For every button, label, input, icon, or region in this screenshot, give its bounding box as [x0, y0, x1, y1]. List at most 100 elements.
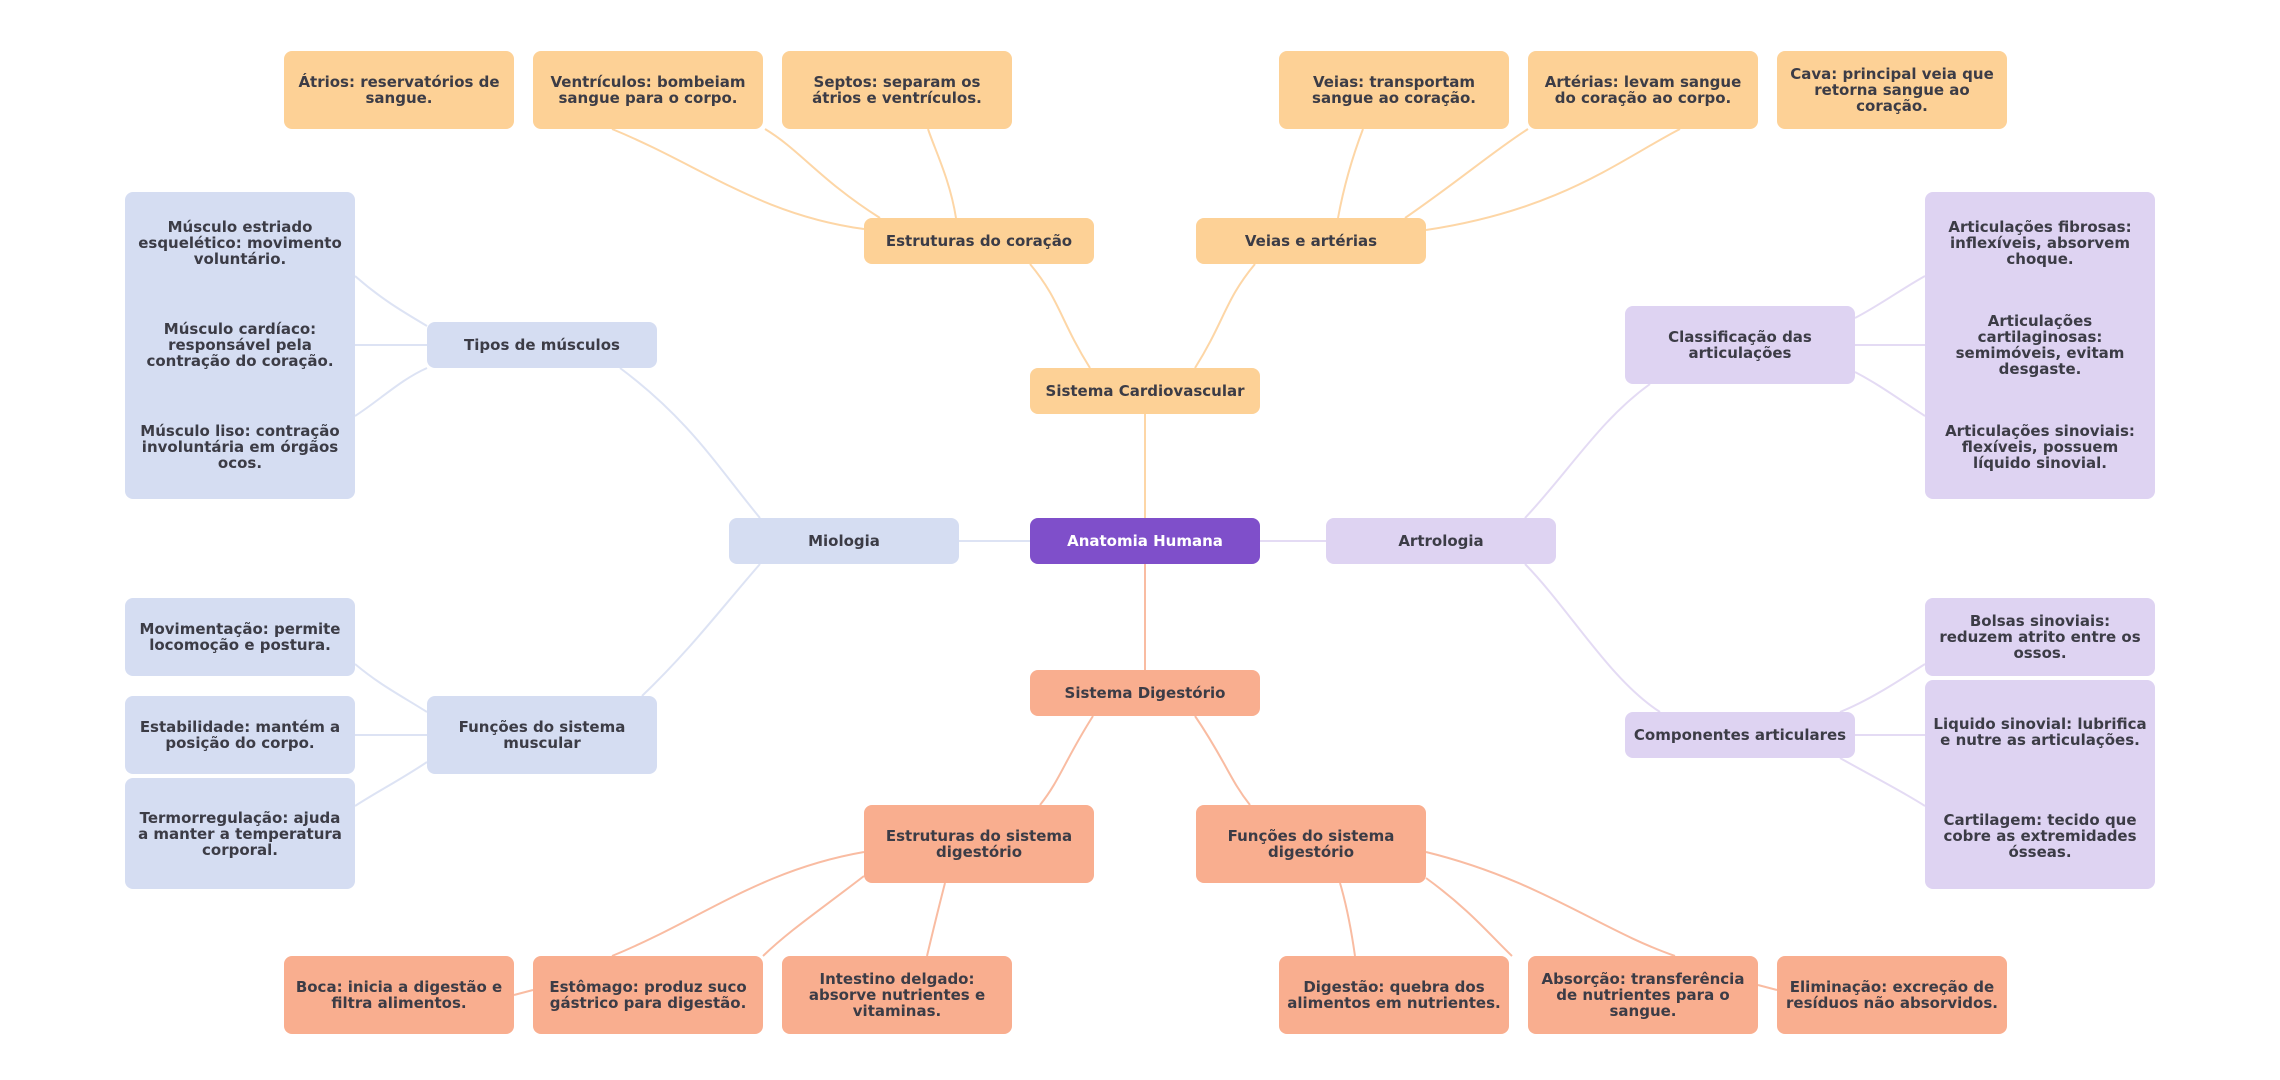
leaf-label: Átrios: reservatórios de sangue. — [298, 73, 500, 107]
leaf-label: Músculo liso: contração involuntária em … — [140, 422, 340, 472]
edge-digestive-structures — [1039, 715, 1094, 806]
leaf-label: Liquido sinovial: lubrifica e nutre as a… — [1933, 715, 2147, 749]
subtopic-digestive-functions[interactable]: Funções do sistema digestório — [1196, 805, 1426, 883]
edge-structures-mouth — [762, 875, 865, 957]
edge-structures-stomach — [611, 851, 865, 957]
branch-label: Sistema Cardiovascular — [1045, 382, 1245, 400]
root-node[interactable]: Anatomia Humana — [1030, 518, 1260, 564]
branch-digestive[interactable]: Sistema Digestório — [1030, 670, 1260, 716]
subtopic-muscle-functions[interactable]: Funções do sistema muscular — [427, 696, 657, 774]
subtopic-label: Estruturas do sistema digestório — [885, 827, 1073, 861]
edge-absorption-elimination — [1757, 984, 1778, 991]
edge-vessels-cava — [1425, 128, 1681, 231]
leaf-atria[interactable]: Átrios: reservatórios de sangue. — [284, 51, 514, 129]
edge-functions-digestion — [1339, 882, 1356, 957]
leaf-label: Eliminação: excreção de resíduos não abs… — [1786, 978, 1998, 1012]
leaf-stomach[interactable]: Estômago: produz suco gástrico para dige… — [533, 956, 763, 1034]
leaf-label: Digestão: quebra dos alimentos em nutrie… — [1287, 978, 1501, 1012]
leaf-thermoregulation[interactable]: Termorregulação: ajuda a manter a temper… — [125, 778, 355, 889]
edge-functions-movement — [354, 663, 428, 713]
subtopic-veins-arteries[interactable]: Veias e artérias — [1196, 218, 1426, 264]
joint-classification-leaf-group: Articulações fibrosas: inflexíveis, abso… — [1925, 192, 2155, 499]
edge-functions-thermo — [354, 761, 428, 807]
leaf-label: Artérias: levam sangue do coração ao cor… — [1544, 73, 1742, 107]
leaf-synovial-joints[interactable]: Articulações sinoviais: flexíveis, possu… — [1925, 396, 2155, 498]
leaf-label: Absorção: transferência de nutrientes pa… — [1541, 970, 1745, 1020]
leaf-synovial-fluid[interactable]: Liquido sinovial: lubrifica e nutre as a… — [1925, 680, 2155, 784]
joint-components-leaf-group: Liquido sinovial: lubrifica e nutre as a… — [1925, 680, 2155, 889]
edge-arthrology-classification — [1524, 383, 1651, 519]
subtopic-label: Componentes articulares — [1633, 726, 1847, 744]
leaf-label: Movimentação: permite locomoção e postur… — [139, 620, 341, 654]
leaf-cardiac-muscle[interactable]: Músculo cardíaco: responsável pela contr… — [125, 294, 355, 396]
leaf-synovial-bursae[interactable]: Bolsas sinoviais: reduzem atrito entre o… — [1925, 598, 2155, 676]
branch-cardiovascular[interactable]: Sistema Cardiovascular — [1030, 368, 1260, 414]
edge-structures-intestine — [926, 882, 946, 957]
leaf-label: Articulações fibrosas: inflexíveis, abso… — [1948, 218, 2132, 268]
leaf-label: Músculo estriado esquelético: movimento … — [138, 218, 342, 268]
edge-classification-synovial — [1854, 371, 1926, 417]
leaf-elimination[interactable]: Eliminação: excreção de resíduos não abs… — [1777, 956, 2007, 1034]
subtopic-label: Estruturas do coração — [885, 232, 1073, 250]
edge-heart-ventricles — [764, 128, 881, 219]
leaf-ventricles[interactable]: Ventrículos: bombeiam sangue para o corp… — [533, 51, 763, 129]
leaf-label: Estômago: produz suco gástrico para dige… — [549, 978, 747, 1012]
edge-types-skeletal — [354, 275, 428, 327]
leaf-label: Bolsas sinoviais: reduzem atrito entre o… — [1939, 612, 2141, 662]
subtopic-muscle-types[interactable]: Tipos de músculos — [427, 322, 657, 368]
leaf-cartilaginous-joints[interactable]: Articulações cartilaginosas: semimóveis,… — [1925, 294, 2155, 396]
leaf-vena-cava[interactable]: Cava: principal veia que retorna sangue … — [1777, 51, 2007, 129]
edge-heart-atria — [611, 128, 865, 230]
edge-vessels-veins — [1337, 128, 1364, 219]
edge-heart-septa — [927, 128, 957, 219]
branch-arthrology[interactable]: Artrologia — [1326, 518, 1556, 564]
leaf-label: Articulações cartilaginosas: semimóveis,… — [1955, 312, 2125, 378]
edge-cardio-vessels — [1194, 263, 1256, 369]
leaf-label: Intestino delgado: absorve nutrientes e … — [808, 970, 986, 1020]
leaf-label: Cava: principal veia que retorna sangue … — [1790, 65, 1994, 115]
edge-classification-fibrous — [1854, 275, 1926, 319]
edge-mouth-stomach — [513, 989, 534, 996]
leaf-label: Termorregulação: ajuda a manter a temper… — [138, 808, 342, 859]
subtopic-joint-classification[interactable]: Classificação das articulações — [1625, 306, 1855, 384]
leaf-movement[interactable]: Movimentação: permite locomoção e postur… — [125, 598, 355, 676]
leaf-small-intestine[interactable]: Intestino delgado: absorve nutrientes e … — [782, 956, 1012, 1034]
leaf-skeletal-muscle[interactable]: Músculo estriado esquelético: movimento … — [125, 192, 355, 294]
leaf-veins[interactable]: Veias: transportam sangue ao coração. — [1279, 51, 1509, 129]
leaf-stability[interactable]: Estabilidade: mantém a posição do corpo. — [125, 696, 355, 774]
leaf-fibrous-joints[interactable]: Articulações fibrosas: inflexíveis, abso… — [1925, 192, 2155, 294]
root-label: Anatomia Humana — [1067, 532, 1223, 550]
subtopic-label: Tipos de músculos — [464, 336, 620, 354]
leaf-label: Boca: inicia a digestão e filtra aliment… — [295, 978, 503, 1012]
leaf-septa[interactable]: Septos: separam os átrios e ventrículos. — [782, 51, 1012, 129]
edge-components-bursae — [1839, 663, 1926, 713]
subtopic-label: Classificação das articulações — [1668, 328, 1812, 362]
subtopic-label: Veias e artérias — [1244, 232, 1378, 250]
leaf-label: Estabilidade: mantém a posição do corpo. — [139, 718, 341, 752]
leaf-cartilage[interactable]: Cartilagem: tecido que cobre as extremid… — [1925, 784, 2155, 888]
leaf-mouth[interactable]: Boca: inicia a digestão e filtra aliment… — [284, 956, 514, 1034]
leaf-digestion[interactable]: Digestão: quebra dos alimentos em nutrie… — [1279, 956, 1509, 1034]
edge-types-smooth — [354, 367, 428, 417]
edge-digestive-functions — [1194, 715, 1251, 806]
subtopic-heart-structures[interactable]: Estruturas do coração — [864, 218, 1094, 264]
branch-myology[interactable]: Miologia — [729, 518, 959, 564]
leaf-arteries[interactable]: Artérias: levam sangue do coração ao cor… — [1528, 51, 1758, 129]
leaf-label: Articulações sinoviais: flexíveis, possu… — [1945, 422, 2135, 472]
leaf-absorption[interactable]: Absorção: transferência de nutrientes pa… — [1528, 956, 1758, 1034]
edge-vessels-arteries — [1404, 128, 1529, 219]
subtopic-joint-components[interactable]: Componentes articulares — [1625, 712, 1855, 758]
subtopic-label: Funções do sistema muscular — [458, 718, 626, 752]
subtopic-digestive-structures[interactable]: Estruturas do sistema digestório — [864, 805, 1094, 883]
edge-functions-absorption — [1425, 877, 1513, 957]
edge-arthrology-components — [1524, 563, 1661, 713]
branch-label: Artrologia — [1398, 532, 1484, 550]
leaf-label: Cartilagem: tecido que cobre as extremid… — [1943, 811, 2137, 861]
branch-label: Sistema Digestório — [1064, 684, 1226, 702]
edge-functions-elimination — [1425, 851, 1676, 957]
leaf-smooth-muscle[interactable]: Músculo liso: contração involuntária em … — [125, 396, 355, 498]
edge-components-cartilage — [1839, 757, 1926, 807]
leaf-label: Veias: transportam sangue ao coração. — [1312, 73, 1476, 107]
edge-myology-types — [619, 367, 761, 519]
